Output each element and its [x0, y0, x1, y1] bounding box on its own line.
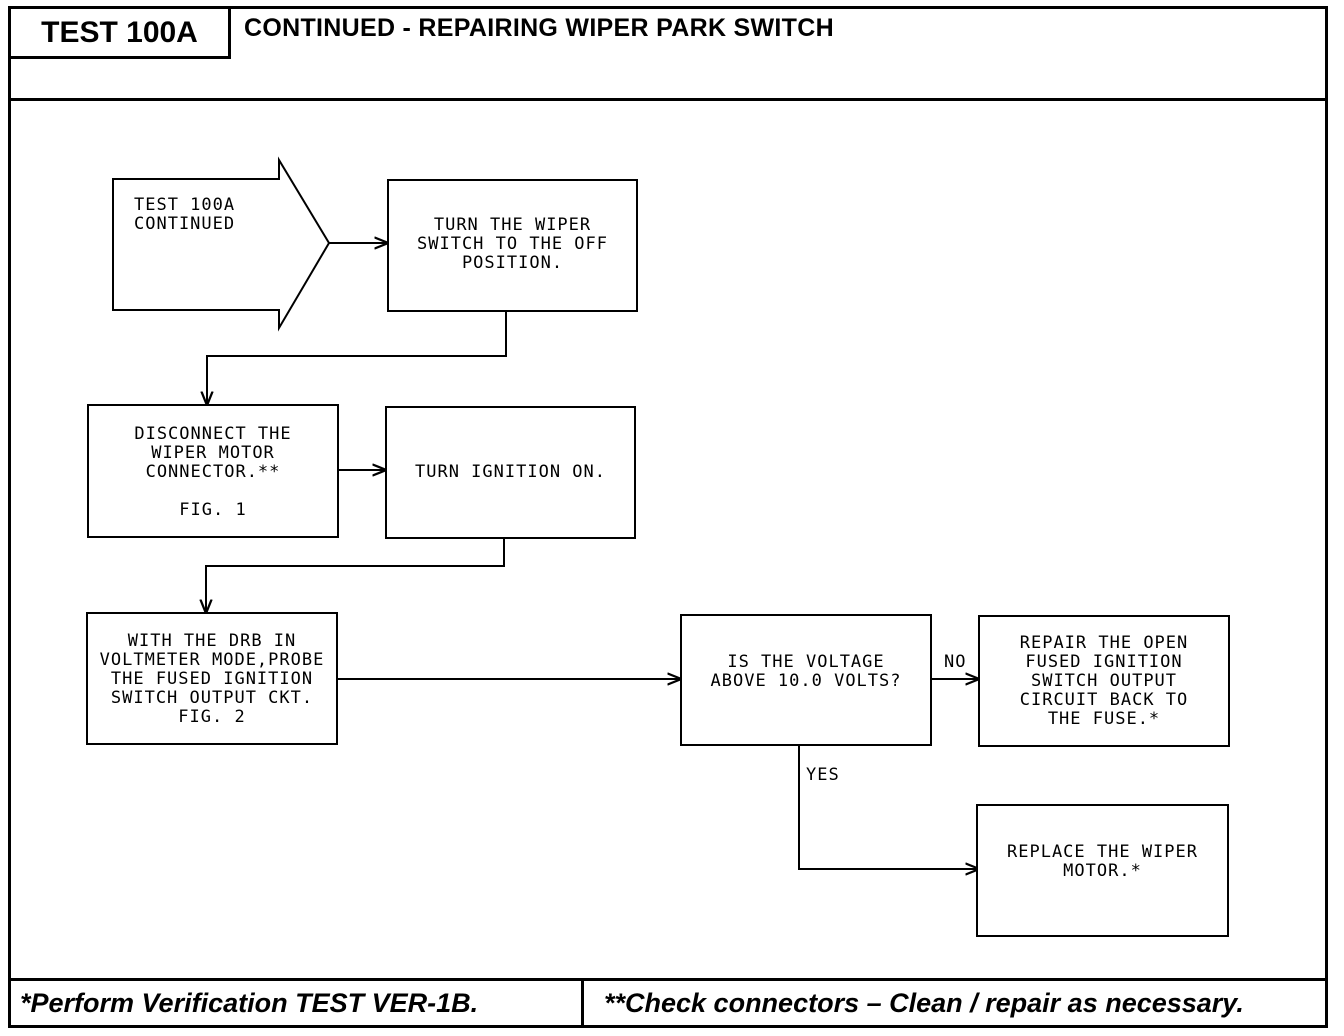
- start-label: TEST 100A CONTINUED: [134, 195, 236, 234]
- action-replace-motor-text: REPLACE THE WIPER MOTOR.*: [1007, 842, 1198, 881]
- action-repair-circuit: REPAIR THE OPEN FUSED IGNITION SWITCH OU…: [978, 615, 1230, 747]
- page-frame: [8, 6, 1328, 1028]
- branch-label-yes: YES: [806, 765, 840, 785]
- step-probe-circuit-text: WITH THE DRB IN VOLTMETER MODE,PROBE THE…: [99, 631, 325, 727]
- decision-voltage-check-text: IS THE VOLTAGE ABOVE 10.0 VOLTS?: [710, 652, 902, 691]
- connector-step1-to-step2: [207, 311, 507, 404]
- footer-top-rule: [8, 978, 1328, 981]
- step-ignition-on: TURN IGNITION ON.: [385, 406, 636, 539]
- page-title: CONTINUED - REPAIRING WIPER PARK SWITCH: [244, 14, 834, 42]
- footer-note-verification: *Perform Verification TEST VER-1B.: [20, 988, 479, 1018]
- action-repair-circuit-text: REPAIR THE OPEN FUSED IGNITION SWITCH OU…: [1019, 633, 1189, 729]
- step-disconnect-connector-text: DISCONNECT THE WIPER MOTOR CONNECTOR.**: [134, 424, 292, 482]
- connector-decision-yes: [798, 745, 978, 869]
- step-probe-circuit: WITH THE DRB IN VOLTMETER MODE,PROBE THE…: [86, 612, 338, 745]
- test-id: TEST 100A: [41, 16, 198, 49]
- step-turn-wiper-off: TURN THE WIPER SWITCH TO THE OFF POSITIO…: [387, 179, 638, 312]
- fig-1-reference: FIG. 1: [179, 500, 247, 520]
- header-bottom-rule: [8, 98, 1328, 101]
- decision-voltage-check: IS THE VOLTAGE ABOVE 10.0 VOLTS?: [680, 614, 932, 746]
- start-arrow-shape: [112, 156, 331, 332]
- action-replace-motor: REPLACE THE WIPER MOTOR.*: [976, 804, 1229, 937]
- step-disconnect-connector: DISCONNECT THE WIPER MOTOR CONNECTOR.** …: [87, 404, 339, 538]
- step-ignition-on-text: TURN IGNITION ON.: [415, 462, 606, 482]
- connector-step3-to-step4: [206, 538, 505, 612]
- header-id-underline: [8, 56, 231, 59]
- branch-label-no: NO: [944, 652, 967, 672]
- header-divider: [228, 6, 231, 58]
- step-turn-wiper-off-text: TURN THE WIPER SWITCH TO THE OFF POSITIO…: [417, 215, 608, 273]
- footer-note-connectors: **Check connectors – Clean / repair as n…: [604, 988, 1244, 1018]
- footer-divider: [581, 978, 584, 1028]
